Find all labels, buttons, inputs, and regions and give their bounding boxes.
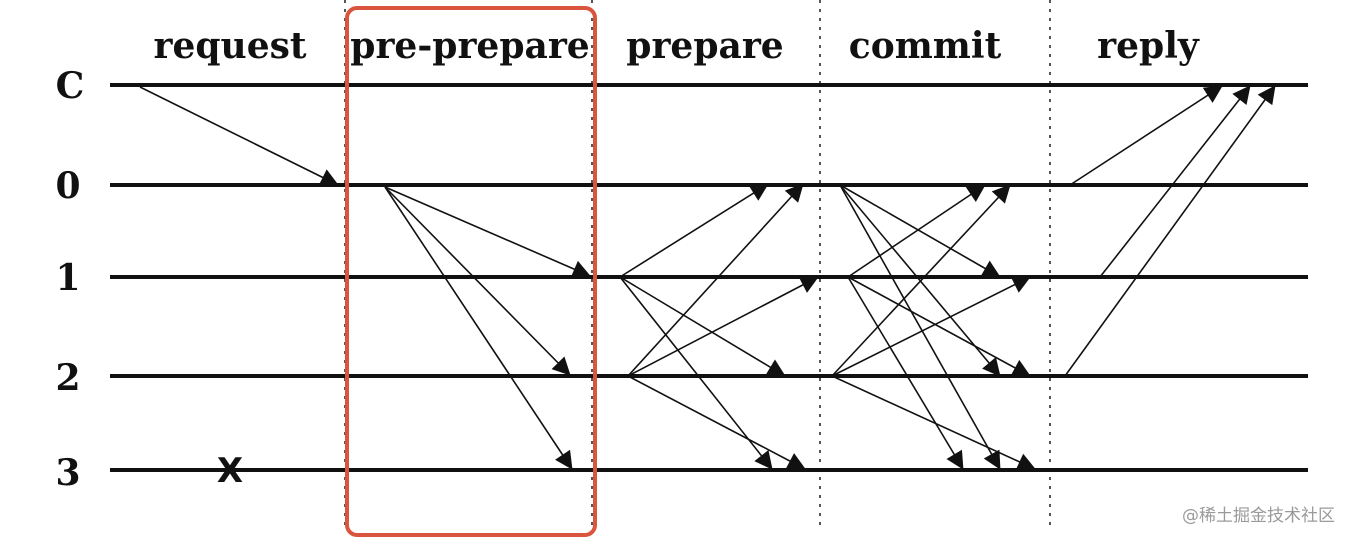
msg-commit-0-1	[839, 184, 1001, 278]
phase-label-reply: reply	[1097, 25, 1200, 67]
phase-label-commit: commit	[849, 25, 1002, 67]
msg-commit-1-3	[847, 276, 964, 470]
node-label-2: 2	[55, 357, 80, 399]
msg-request-c-0	[139, 86, 339, 186]
msg-commit-0-3	[839, 184, 1001, 470]
msg-prepare-1-3	[619, 276, 773, 470]
msg-preprepare-0-3	[384, 186, 573, 470]
watermark-text: @稀土掘金技术社区	[1182, 506, 1335, 526]
msg-preprepare-0-1	[384, 186, 591, 278]
pre-prepare-highlight-box	[345, 6, 597, 537]
msg-prepare-2-0	[627, 183, 804, 377]
msg-reply-2-c	[1064, 85, 1276, 377]
phase-label-pre-prepare: pre-prepare	[350, 25, 589, 67]
node-label-1: 1	[55, 257, 80, 299]
phase-label-prepare: prepare	[626, 25, 783, 67]
msg-prepare-1-0	[619, 183, 769, 278]
msg-reply-0-c	[1069, 85, 1223, 186]
node-label-c: C	[56, 65, 85, 107]
msg-prepare-2-3	[627, 375, 806, 470]
node-label-0: 0	[55, 165, 80, 207]
msg-reply-1-c	[1099, 85, 1251, 278]
msg-preprepare-0-2	[384, 186, 571, 376]
msg-prepare-2-1	[627, 276, 819, 377]
msg-commit-1-2	[847, 276, 1031, 377]
msg-commit-2-0	[831, 184, 1011, 377]
node-label-3: 3	[55, 452, 80, 494]
msg-commit-2-1	[831, 276, 1031, 377]
msg-prepare-1-2	[619, 276, 786, 377]
msg-commit-1-0	[847, 184, 986, 278]
msg-commit-2-3	[831, 375, 1036, 471]
phase-label-request: request	[153, 25, 306, 67]
failed-node-marker: X	[217, 451, 243, 491]
